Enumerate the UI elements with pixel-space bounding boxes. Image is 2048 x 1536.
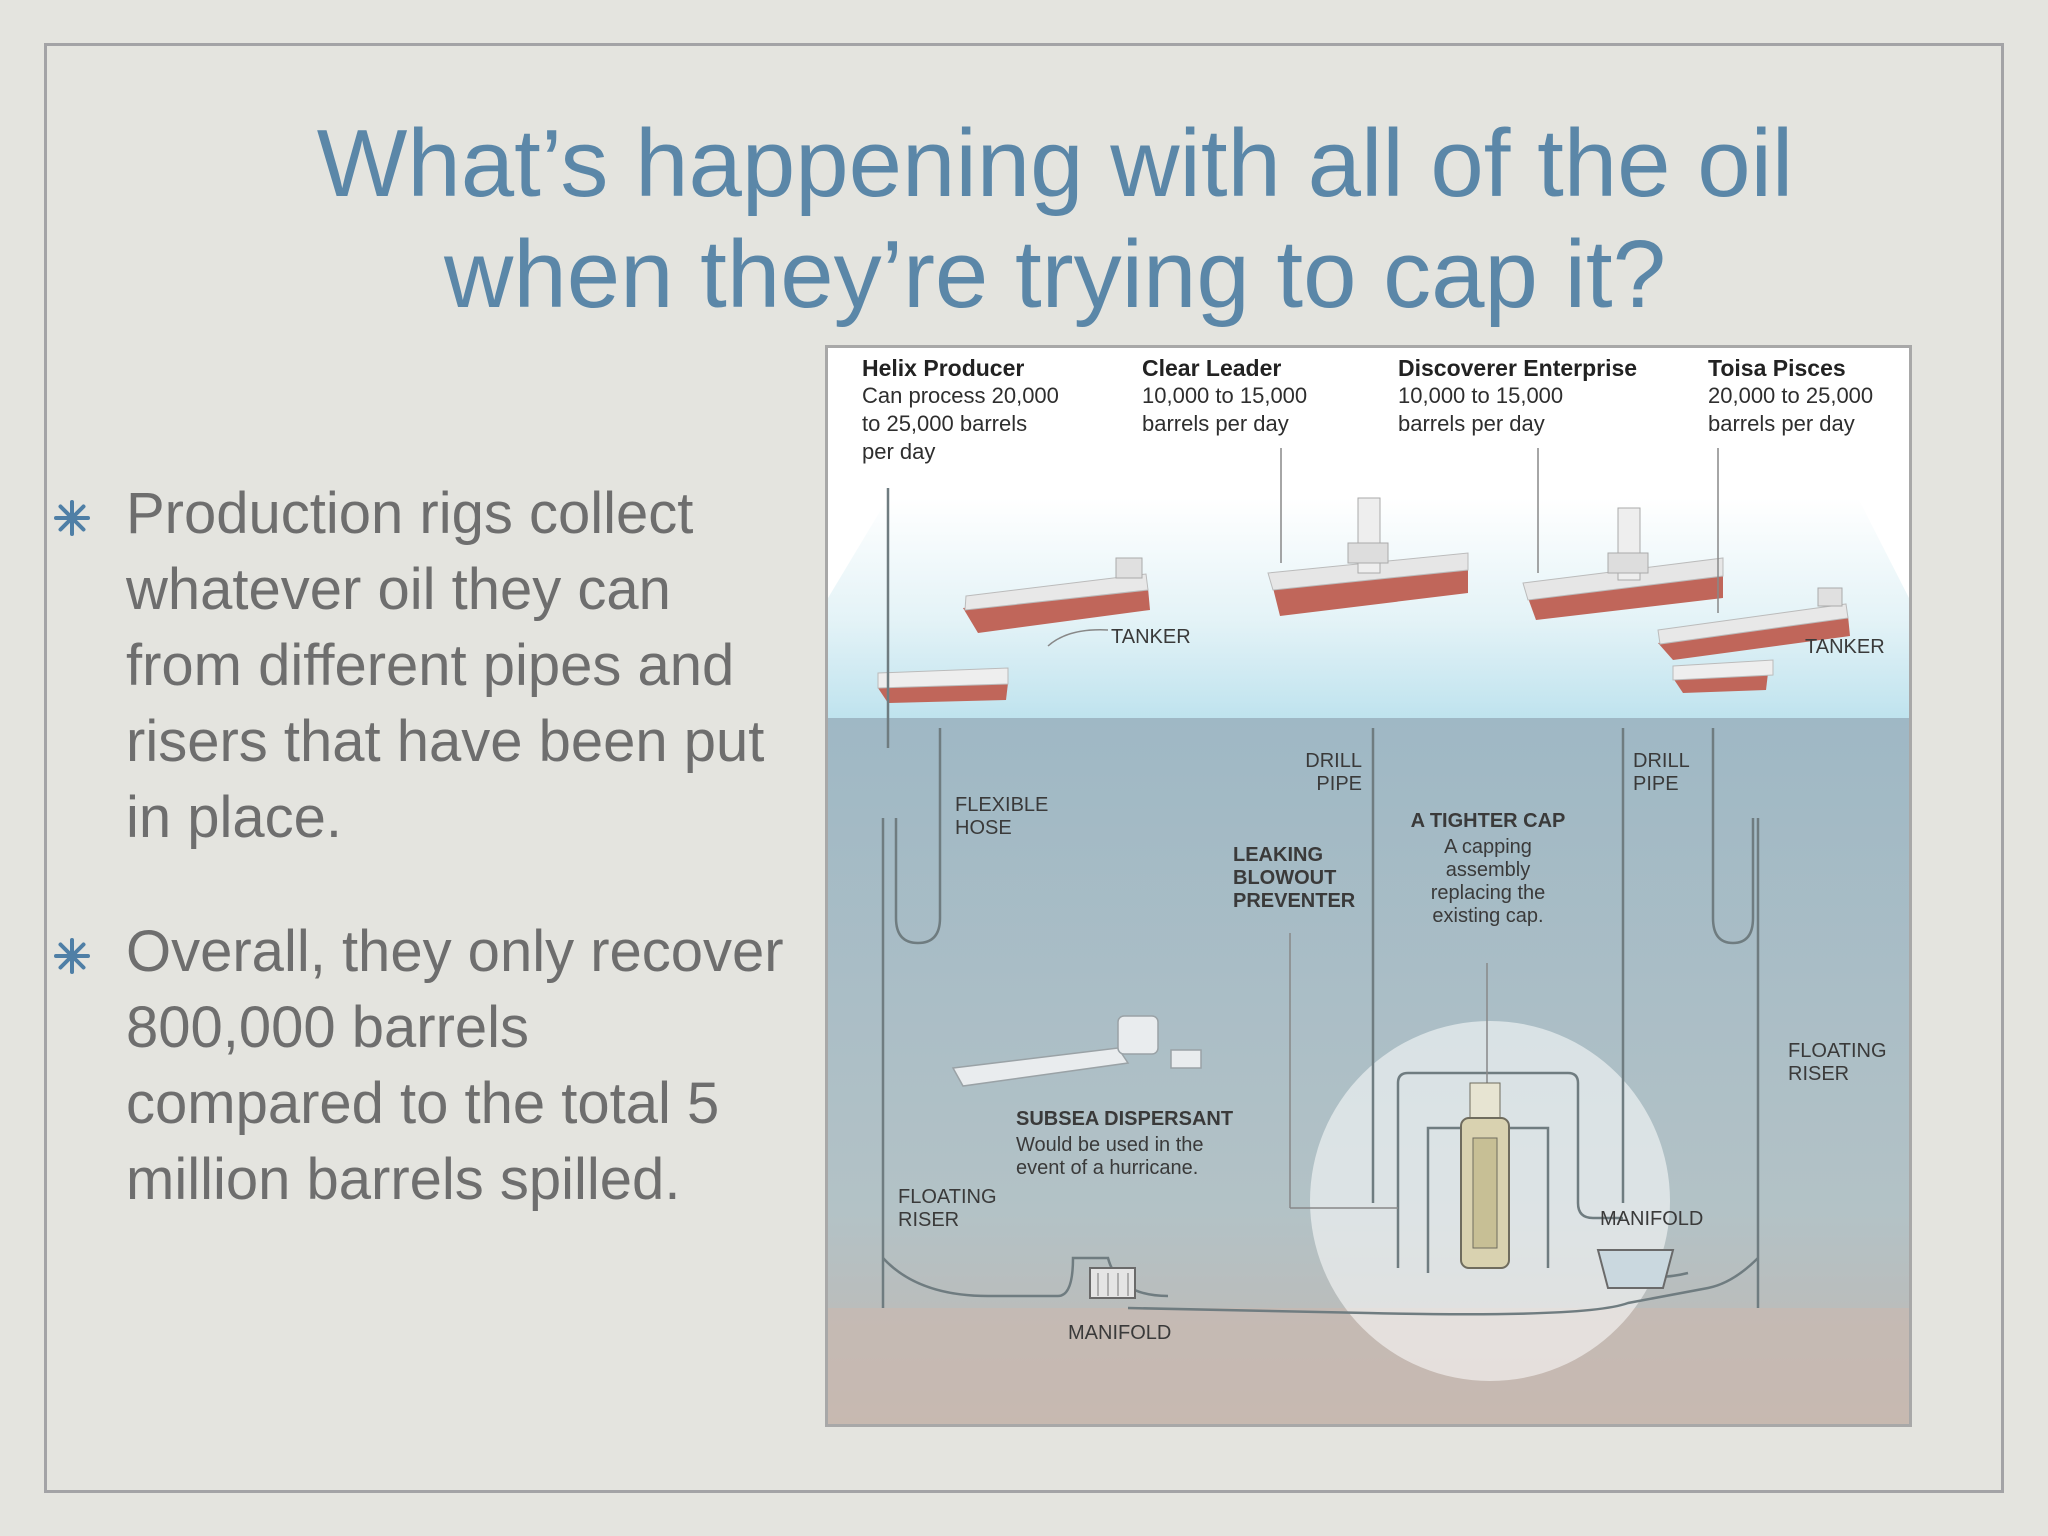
bullet-text: Overall, they only recover 800,000 barre… (126, 919, 784, 1212)
vessel-desc: 10,000 to 15,000 barrels per day (1142, 383, 1308, 436)
oil-capture-diagram: Helix Producer Can process 20,000 to 25,… (825, 345, 1912, 1427)
manifold-bottom-shape (1089, 1267, 1136, 1299)
toisa-pisces-ship (1672, 659, 1774, 693)
vessel-clear-leader: Clear Leader 10,000 to 15,000 barrels pe… (1142, 354, 1342, 438)
label-subsea-dispersant-desc: Would be used in the event of a hurrican… (1016, 1134, 1204, 1179)
label-floating-riser-right: FLOATING RISER (1788, 1040, 1887, 1085)
vessel-helix-producer: Helix Producer Can process 20,000 to 25,… (862, 354, 1062, 466)
label-manifold-bottom: MANIFOLD (1068, 1322, 1172, 1344)
label-floating-riser-left: FLOATING RISER (898, 1186, 997, 1231)
bullet-item: Production rigs collect whatever oil the… (52, 476, 792, 856)
bullet-list: Production rigs collect whatever oil the… (52, 476, 792, 1218)
pipes-and-risers (881, 488, 1760, 1316)
vessel-desc: 20,000 to 25,000 barrels per day (1708, 383, 1874, 436)
label-manifold-right: MANIFOLD (1600, 1208, 1704, 1230)
diagram-illustration (828, 348, 1909, 1424)
label-tighter-cap-desc: A capping assembly replacing the existin… (1430, 836, 1546, 927)
discoverer-enterprise-ship (1522, 507, 1724, 620)
vessel-desc: 10,000 to 15,000 barrels per day (1398, 383, 1564, 436)
label-leaking-bop: LEAKING BLOWOUT PREVENTER (1233, 844, 1356, 912)
manifold-right-shape (1596, 1249, 1675, 1289)
blowout-preventer-stack (1460, 1082, 1510, 1269)
vessel-desc: Can process 20,000 to 25,000 barrels per… (862, 383, 1059, 464)
vessel-name: Discoverer Enterprise (1398, 355, 1638, 381)
label-subsea-dispersant-title: SUBSEA DISPERSANT (1016, 1108, 1234, 1130)
label-flexible-hose: FLEXIBLE HOSE (955, 794, 1049, 839)
asterisk-flower-icon (54, 500, 90, 536)
vessel-name: Toisa Pisces (1708, 355, 1846, 381)
vessel-toisa-pisces: Toisa Pisces 20,000 to 25,000 barrels pe… (1708, 354, 1908, 438)
vessel-name: Helix Producer (862, 355, 1025, 381)
label-tighter-cap-title: A TIGHTER CAP (1410, 810, 1566, 832)
title-line-2: when they’re trying to cap it? (444, 221, 1666, 328)
asterisk-flower-icon (54, 938, 90, 974)
slide-frame (44, 43, 2004, 1493)
clear-leader-ship (1267, 497, 1469, 616)
vessel-name: Clear Leader (1142, 355, 1282, 381)
label-tanker-left: TANKER (1111, 626, 1191, 648)
slide-title: What’s happening with all of the oil whe… (60, 108, 2048, 330)
bullet-text: Production rigs collect whatever oil the… (126, 481, 765, 850)
small-vessel-left (877, 667, 1009, 703)
label-drill-pipe-right: DRILL PIPE (1633, 750, 1689, 795)
tanker-right-ship (1657, 587, 1850, 660)
title-line-1: What’s happening with all of the oil (316, 110, 1794, 217)
vessel-discoverer-enterprise: Discoverer Enterprise 10,000 to 15,000 b… (1398, 354, 1637, 438)
leader-lines (1047, 448, 1719, 1209)
subsea-dispersant-containers (951, 1015, 1202, 1087)
label-tanker-right: TANKER (1805, 636, 1885, 658)
label-drill-pipe-left: DRILL PIPE (1305, 750, 1362, 795)
bullet-item: Overall, they only recover 800,000 barre… (52, 914, 792, 1218)
tanker-left-ship (963, 557, 1150, 633)
